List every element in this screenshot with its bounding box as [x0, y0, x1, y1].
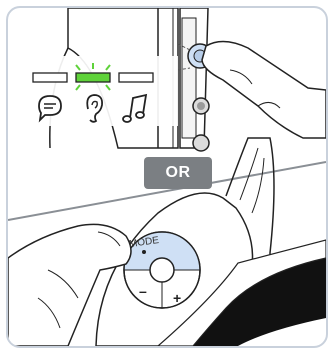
indicator-bar-ear	[76, 73, 110, 82]
plus-label[interactable]: +	[173, 290, 181, 306]
mode-indicator-panel	[28, 56, 178, 126]
indicator-bar-music	[119, 73, 153, 82]
minus-label[interactable]: –	[139, 283, 147, 299]
center-button[interactable]	[150, 258, 174, 282]
hand-top	[202, 41, 326, 138]
illustration-frame: – + MODE OR	[6, 6, 328, 348]
or-separator-badge: OR	[144, 157, 212, 189]
indicator-bar-speech	[33, 73, 67, 82]
